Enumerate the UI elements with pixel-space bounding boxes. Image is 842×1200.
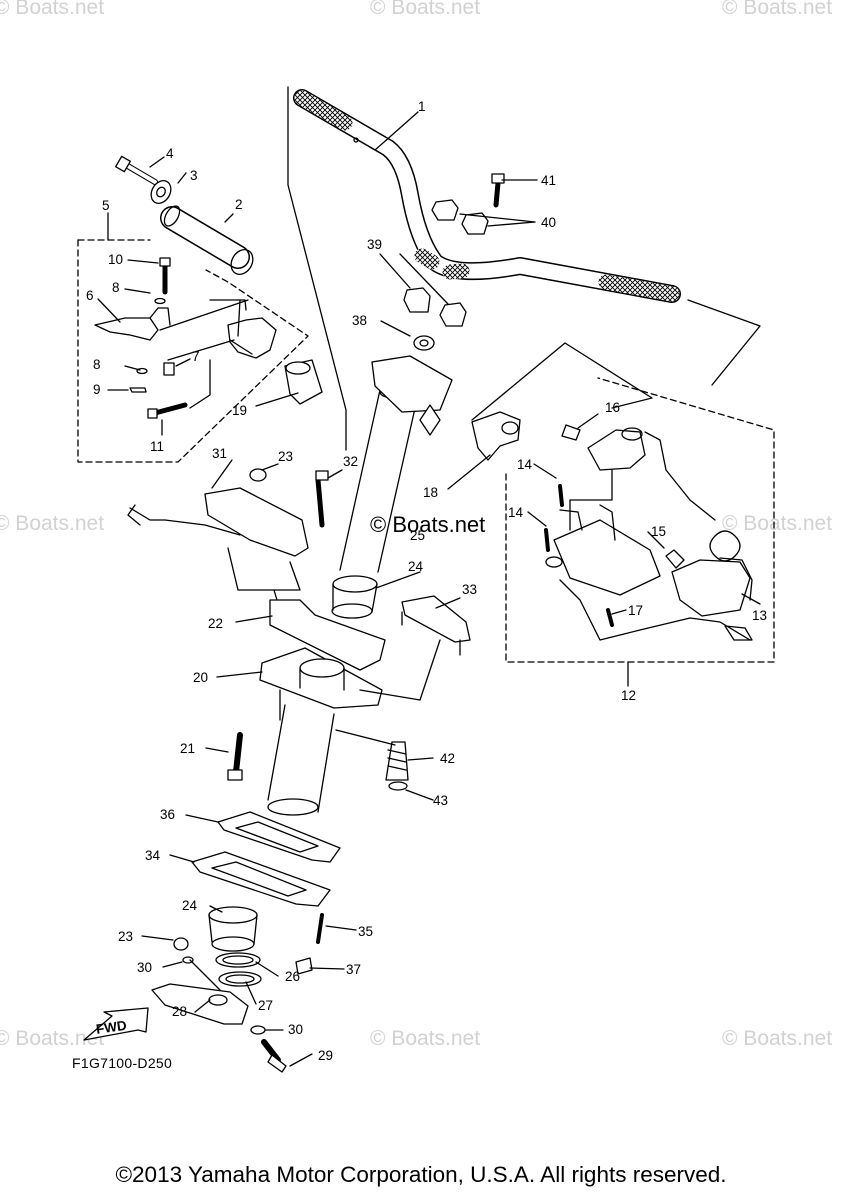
part-number-4: 4 [166,146,174,161]
part-number-30: 30 [137,960,152,975]
part-number-40: 40 [541,215,556,230]
part-number-30b: 30 [288,1022,303,1037]
watermark: © Boats.net [370,0,481,19]
watermark: © Boats.net [0,1027,105,1050]
part-number-38: 38 [352,313,367,328]
part-number-35: 35 [358,924,373,939]
part-number-34: 34 [145,848,161,863]
part-number-15: 15 [651,524,666,539]
part-number-17: 17 [628,603,643,618]
watermark: © Boats.net [370,1027,481,1050]
grip [160,205,254,275]
part-number-24: 24 [408,559,424,574]
part-number-26: 26 [285,969,300,984]
part-number-14: 14 [517,457,533,472]
copyright-footer: ©2013 Yamaha Motor Corporation, U.S.A. A… [115,1162,727,1187]
watermark: © Boats.net [722,512,833,535]
part-number-23b: 23 [118,929,133,944]
part-number-41: 41 [541,173,556,188]
part-number-43: 43 [433,793,448,808]
part-number-42: 42 [440,751,455,766]
part-number-29: 29 [318,1048,333,1063]
part-number-33: 33 [462,582,477,597]
part-number-3: 3 [190,168,198,183]
part-number-1: 1 [418,99,426,114]
part-number-10: 10 [108,252,123,267]
part-number-22: 22 [208,616,223,631]
handlebar [293,89,681,303]
watermark: © Boats.net [0,512,105,535]
figure-code: F1G7100-D250 [72,1055,173,1071]
part-number-9: 9 [93,382,101,397]
part-number-32: 32 [343,454,358,469]
part-number-18: 18 [423,485,438,500]
part-number-39: 39 [367,237,382,252]
part-number-31: 31 [212,446,227,461]
part-number-11: 11 [150,439,164,454]
part-number-23: 23 [278,449,293,464]
part-number-36: 36 [160,807,175,822]
part-number-24b: 24 [182,898,198,913]
part-number-20: 20 [193,670,208,685]
part-number-6: 6 [86,288,94,303]
watermark-center: © Boats.net [370,512,486,537]
part-number-8: 8 [112,280,120,295]
part-number-14b: 14 [508,505,524,520]
part-number-7: 7 [192,349,200,364]
part-number-19: 19 [232,403,247,418]
part-number-21: 21 [180,741,195,756]
fwd-label: FWD [95,1018,128,1037]
part-number-8b: 8 [93,357,101,372]
part-number-37: 37 [346,962,361,977]
part-number-5: 5 [102,198,110,213]
part-number-13: 13 [752,608,767,623]
part-number-28: 28 [172,1004,187,1019]
watermark: © Boats.net [722,1027,833,1050]
part-number-27: 27 [258,998,273,1013]
watermark: © Boats.net [722,0,833,19]
part-number-2: 2 [235,197,243,212]
part-number-25: 25 [410,528,425,543]
part-number-16: 16 [605,400,620,415]
part-number-12: 12 [621,688,636,703]
watermark: © Boats.net [0,0,105,19]
